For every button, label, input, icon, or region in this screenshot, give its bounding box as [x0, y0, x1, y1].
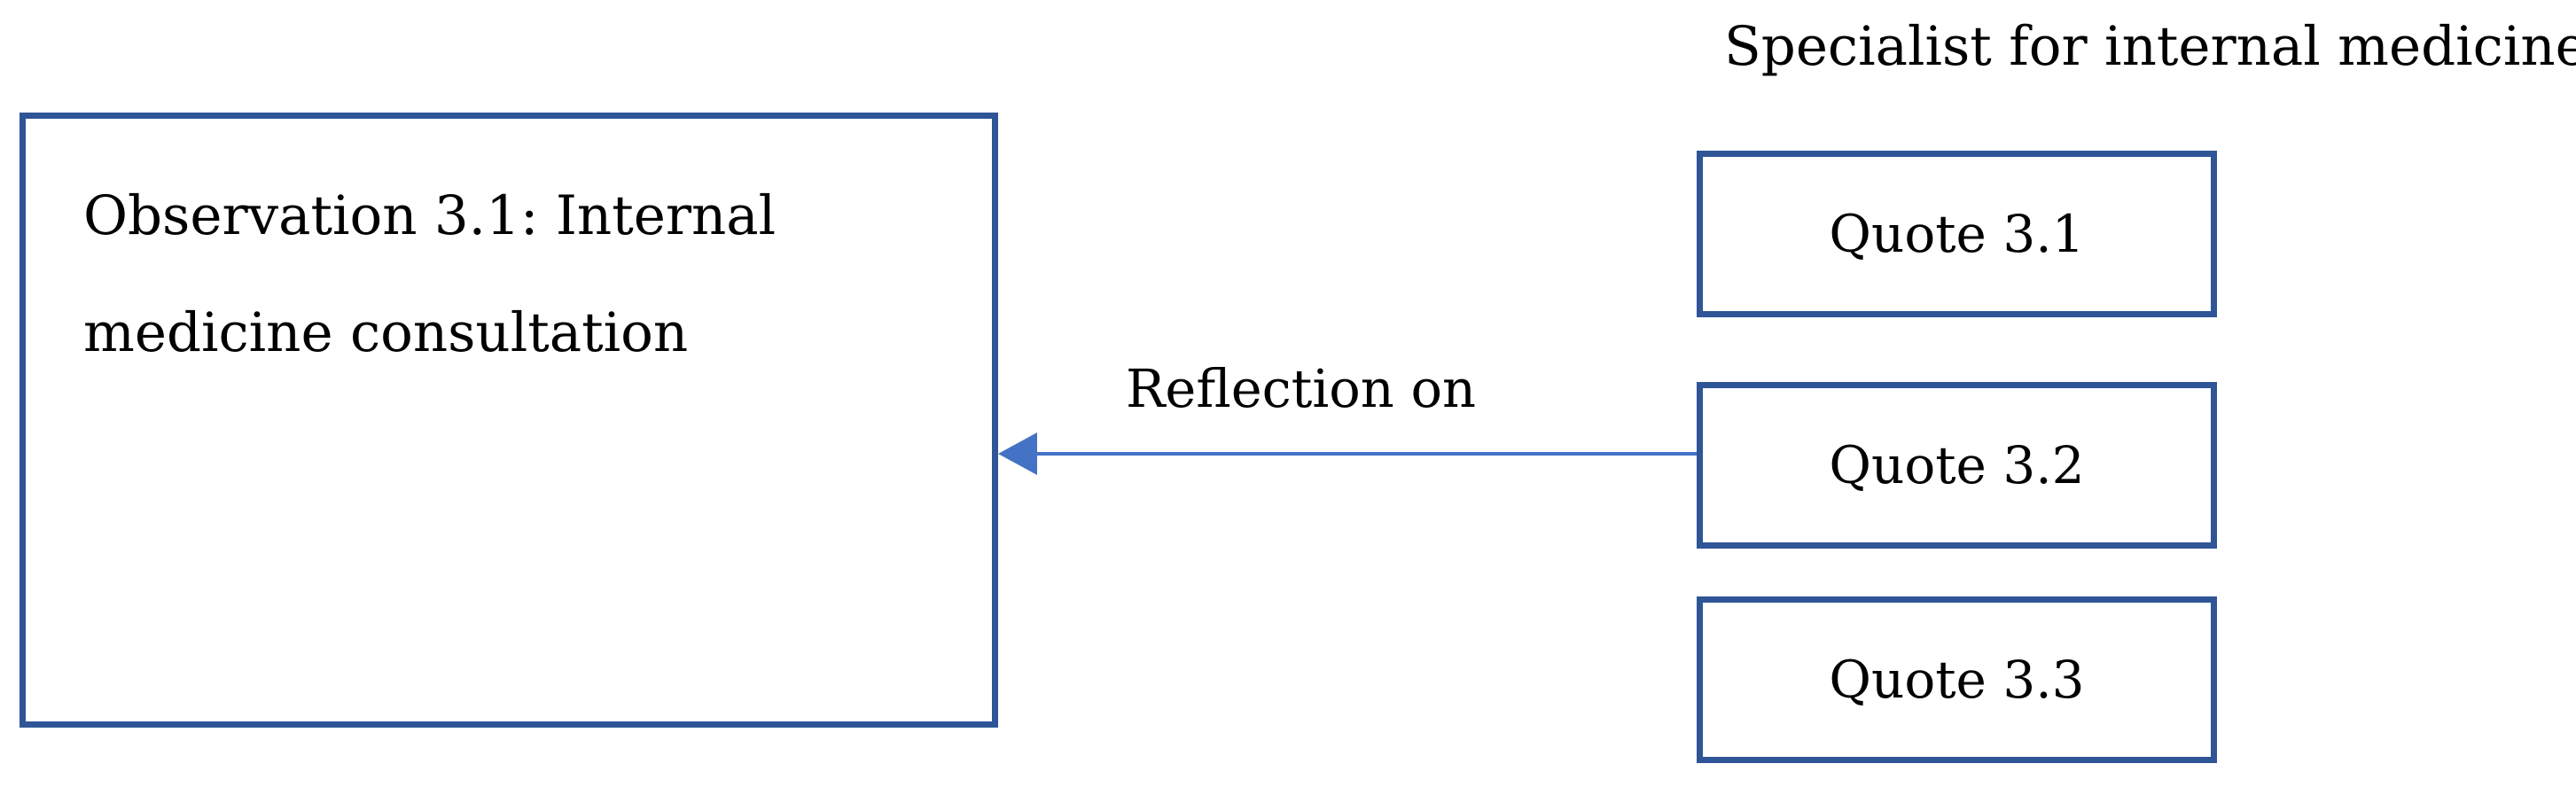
observation-title-line-1: Observation 3.1: Internal: [83, 184, 777, 247]
reflection-label: Reflection on: [1126, 358, 1477, 419]
quote-box-3-1: Quote 3.1: [1697, 151, 2217, 317]
quote-box-3-2: Quote 3.2: [1697, 382, 2217, 549]
quote-label: Quote 3.3: [1829, 650, 2085, 710]
quote-box-3-3: Quote 3.3: [1697, 596, 2217, 763]
observation-title-line-2: medicine consultation: [83, 301, 689, 364]
specialist-heading: Specialist for internal medicine:: [1724, 15, 2576, 78]
quote-label: Quote 3.1: [1829, 204, 2085, 264]
quote-label: Quote 3.2: [1829, 435, 2085, 495]
observation-box: Observation 3.1: Internal medicine consu…: [20, 113, 998, 728]
reflection-arrowhead: [998, 432, 1037, 475]
